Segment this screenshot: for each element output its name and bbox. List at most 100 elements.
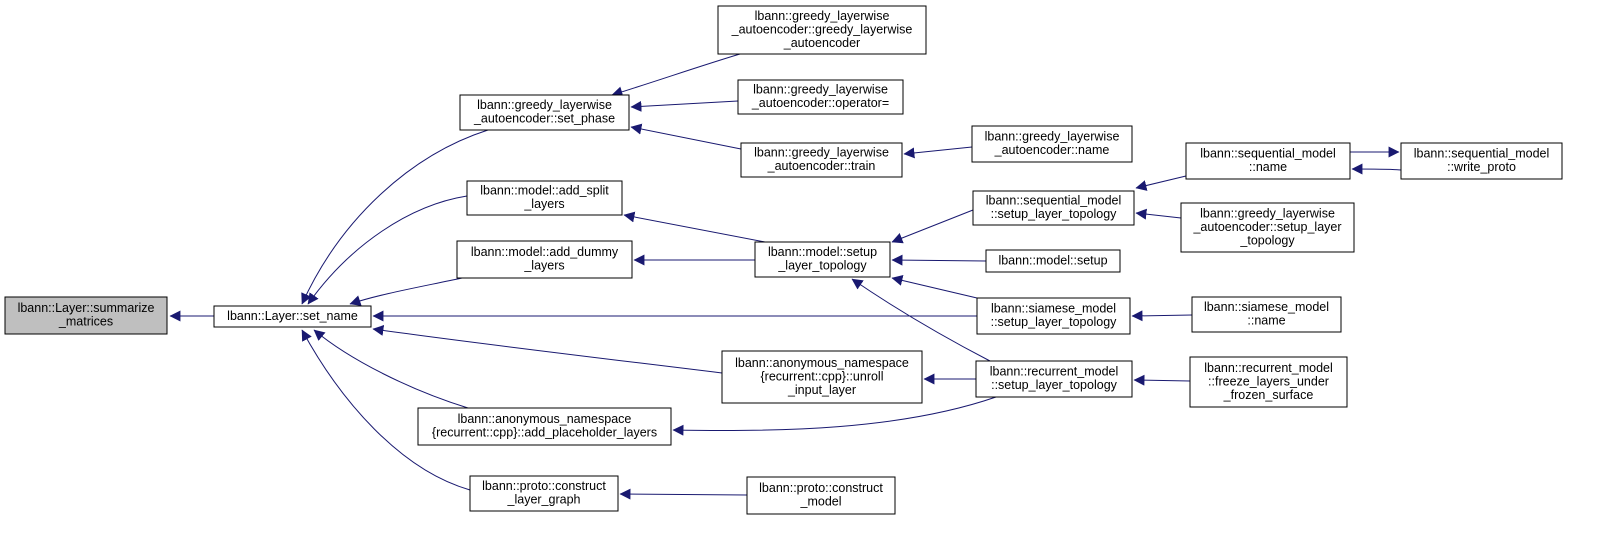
node-model-setup-topo[interactable]: lbann::model::setup_layer_topology	[754, 241, 891, 278]
node-label-line: lbann::sequential_model	[1414, 147, 1550, 161]
node-summarize[interactable]: lbann::Layer::summarize_matrices	[4, 296, 168, 335]
edge-siamese_name-to-siamese_setup_topo	[1131, 310, 1193, 322]
node-label-line: {recurrent::cpp}::unroll	[761, 369, 884, 383]
node-label-line: lbann::anonymous_namespace	[735, 356, 909, 370]
node-box	[717, 5, 927, 55]
node-box	[976, 297, 1131, 335]
node-box	[456, 240, 633, 279]
edge-model_setup-to-model_setup_topo	[891, 254, 987, 266]
node-box	[469, 475, 619, 512]
node-label-line: ::setup_layer_topology	[991, 207, 1118, 221]
node-box	[1180, 202, 1355, 253]
node-construct-model[interactable]: lbann::proto::construct_model	[746, 476, 896, 515]
edge-seq_setup_topo-to-model_setup_topo	[891, 209, 974, 244]
edge-construct_model-to-construct_layer_graph	[619, 488, 748, 500]
node-label-line: ::name	[1247, 314, 1285, 328]
edge-add_dummy-to-set_name	[349, 277, 463, 306]
node-label-line: lbann::greedy_layerwise	[1200, 206, 1335, 220]
edge-unroll_input-to-set_name	[372, 325, 723, 374]
node-recurrent-freeze[interactable]: lbann::recurrent_model::freeze_layers_un…	[1189, 356, 1348, 408]
node-gla-ctor[interactable]: lbann::greedy_layerwise_autoencoder::gre…	[717, 5, 927, 55]
node-label-line: lbann::model::add_split	[480, 184, 609, 198]
node-label-line: _autoencoder::train	[767, 159, 876, 173]
node-label-line: lbann::anonymous_namespace	[458, 412, 632, 426]
edge-seq_name-to-seq_setup_topo	[1135, 175, 1187, 191]
node-label-line: _input_layer	[787, 383, 856, 397]
edge-siamese_setup_topo-to-model_setup_topo	[891, 275, 978, 299]
node-label-line: lbann::greedy_layerwise	[985, 130, 1120, 144]
node-box	[1191, 296, 1342, 333]
node-gla-setup-layer-topo[interactable]: lbann::greedy_layerwise_autoencoder::set…	[1180, 202, 1355, 253]
node-label-line: _autoencoder::greedy_layerwise	[731, 22, 913, 36]
node-label-line: lbann::greedy_layerwise	[477, 98, 612, 112]
node-label-line: lbann::model::setup	[768, 245, 877, 259]
node-box	[754, 241, 891, 278]
node-label-line: _matrices	[58, 315, 113, 329]
edge-recurrent_freeze-to-recurrent_setup_topo	[1133, 374, 1191, 386]
node-label-line: lbann::model::setup	[998, 253, 1107, 267]
edges-layer	[169, 53, 1402, 500]
node-box	[1400, 142, 1563, 180]
node-box	[740, 142, 903, 178]
node-box	[971, 125, 1133, 163]
node-label-line: lbann::Layer::summarize	[18, 301, 155, 315]
node-box	[975, 360, 1133, 398]
node-box	[466, 180, 623, 216]
node-label-line: lbann::siamese_model	[991, 302, 1116, 316]
node-model-setup[interactable]: lbann::model::setup	[985, 249, 1121, 273]
node-label-line: lbann::siamese_model	[1204, 300, 1329, 314]
node-recurrent-setup-topo[interactable]: lbann::recurrent_model::setup_layer_topo…	[975, 360, 1133, 398]
node-box	[737, 79, 904, 115]
node-seq-name[interactable]: lbann::sequential_model::name	[1185, 142, 1351, 180]
node-label-line: lbann::proto::construct	[482, 479, 606, 493]
node-label-line: lbann::greedy_layerwise	[754, 146, 889, 160]
edge-gla_name-to-gla_train	[903, 146, 973, 159]
edge-add_placeholder-to-set_name	[313, 329, 469, 409]
node-label-line: lbann::sequential_model	[986, 194, 1122, 208]
node-box	[417, 407, 672, 446]
node-label-line: _layer_graph	[507, 493, 581, 507]
node-unroll-input[interactable]: lbann::anonymous_namespace{recurrent::cp…	[721, 350, 923, 404]
node-siamese-name[interactable]: lbann::siamese_model::name	[1191, 296, 1342, 333]
node-box	[746, 476, 896, 515]
node-seq-setup-topo[interactable]: lbann::sequential_model::setup_layer_top…	[972, 190, 1135, 226]
node-label-line: _frozen_surface	[1223, 388, 1314, 402]
edge-construct_layer_graph-to-set_name	[301, 329, 471, 491]
node-label-line: _autoencoder	[783, 36, 860, 50]
node-box	[1185, 142, 1351, 180]
node-label-line: _autoencoder::setup_layer	[1192, 220, 1341, 234]
node-label-line: ::setup_layer_topology	[991, 378, 1118, 392]
node-set-name[interactable]: lbann::Layer::set_name	[213, 305, 372, 328]
node-gla-train[interactable]: lbann::greedy_layerwise_autoencoder::tra…	[740, 142, 903, 178]
node-label-line: _autoencoder::operator=	[751, 96, 889, 110]
node-label-line: _layer_topology	[777, 259, 867, 273]
node-seq-write-proto[interactable]: lbann::sequential_model::write_proto	[1400, 142, 1563, 180]
edge-seq_write_proto-to-seq_name	[1351, 163, 1402, 175]
node-set-phase[interactable]: lbann::greedy_layerwise_autoencoder::set…	[459, 94, 630, 131]
node-label-line: ::write_proto	[1447, 160, 1516, 174]
node-label-line: _layers	[523, 197, 564, 211]
node-siamese-setup-topo[interactable]: lbann::siamese_model::setup_layer_topolo…	[976, 297, 1131, 335]
edge-gla_train-to-set_phase	[630, 123, 742, 150]
node-label-line: lbann::recurrent_model	[990, 365, 1119, 379]
node-box	[213, 305, 372, 328]
node-box	[721, 350, 923, 404]
node-label-line: _autoencoder::name	[994, 143, 1110, 157]
node-add-dummy[interactable]: lbann::model::add_dummy_layers	[456, 240, 633, 279]
node-add-split[interactable]: lbann::model::add_split_layers	[466, 180, 623, 216]
node-label-line: _model	[800, 495, 842, 509]
node-add-placeholder[interactable]: lbann::anonymous_namespace{recurrent::cp…	[417, 407, 672, 446]
node-label-line: ::name	[1249, 160, 1287, 174]
node-label-line: _autoencoder::set_phase	[473, 112, 615, 126]
node-box	[972, 190, 1135, 226]
node-gla-name[interactable]: lbann::greedy_layerwise_autoencoder::nam…	[971, 125, 1133, 163]
node-gla-operator[interactable]: lbann::greedy_layerwise_autoencoder::ope…	[737, 79, 904, 115]
node-label-line: lbann::greedy_layerwise	[753, 83, 888, 97]
node-box	[459, 94, 630, 131]
edge-gla_setup_layer_topo-to-seq_setup_topo	[1135, 208, 1182, 220]
node-label-line: lbann::model::add_dummy	[471, 245, 619, 259]
node-construct-layer-graph[interactable]: lbann::proto::construct_layer_graph	[469, 475, 619, 512]
node-label-line: lbann::proto::construct	[759, 481, 883, 495]
